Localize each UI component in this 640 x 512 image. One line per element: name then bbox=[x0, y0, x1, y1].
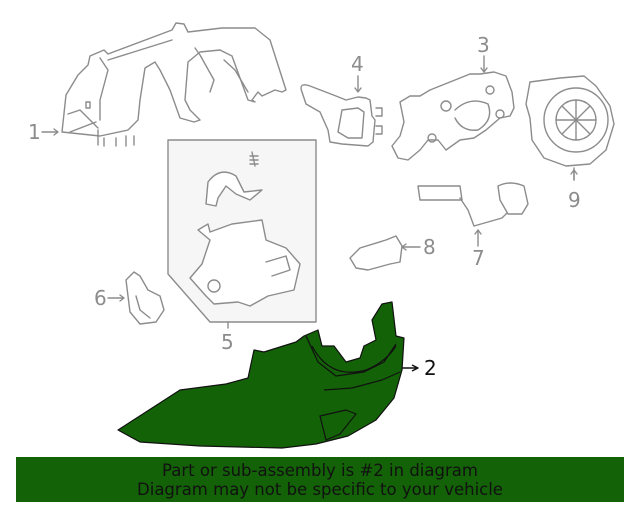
callout-5: 5 bbox=[221, 330, 234, 354]
callout-arrows bbox=[41, 55, 578, 302]
part-1-upper-cover[interactable] bbox=[61, 22, 287, 147]
part-6-sensor[interactable] bbox=[125, 271, 165, 325]
part-7-harness[interactable] bbox=[417, 182, 529, 227]
callout-6: 6 bbox=[94, 286, 107, 310]
part-9-clockspring[interactable] bbox=[525, 75, 615, 181]
part-3-ignition-assembly[interactable] bbox=[391, 71, 515, 161]
part-2-lower-cover[interactable] bbox=[117, 301, 419, 449]
callout-7: 7 bbox=[472, 246, 485, 270]
part-5-kit-box[interactable] bbox=[167, 139, 317, 329]
callout-9: 9 bbox=[568, 188, 581, 212]
info-banner: Part or sub-assembly is #2 in diagram Di… bbox=[16, 457, 624, 502]
part-4-switch[interactable] bbox=[300, 84, 383, 147]
callout-3: 3 bbox=[477, 33, 490, 57]
callout-2: 2 bbox=[424, 356, 437, 380]
banner-line-part: Part or sub-assembly is #2 in diagram bbox=[162, 461, 478, 480]
callout-4: 4 bbox=[351, 52, 364, 76]
banner-line-disclaimer: Diagram may not be specific to your vehi… bbox=[137, 480, 503, 499]
callout-1: 1 bbox=[28, 120, 41, 144]
part-8-lock-cylinder[interactable] bbox=[349, 235, 403, 271]
callout-8: 8 bbox=[423, 235, 436, 259]
